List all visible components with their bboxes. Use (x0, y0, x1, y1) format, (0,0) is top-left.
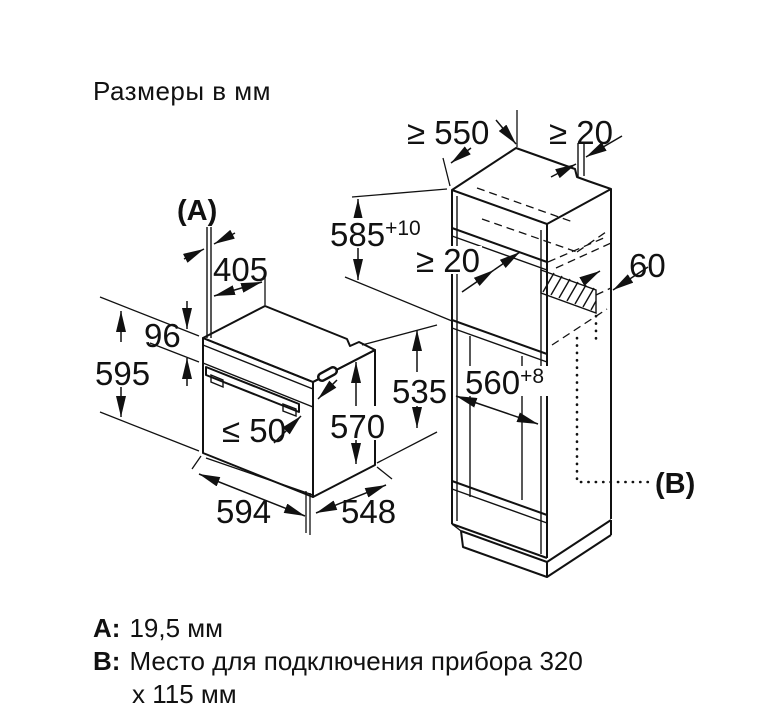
dim-niche-height-tolerance: +10 (385, 217, 421, 240)
dim-595-ext-bottom (99, 411, 200, 452)
oven-control-panel-bottom (202, 362, 314, 408)
oven-side-face (312, 349, 376, 498)
legend-b-value-line1: Место для подключения прибора 320 (129, 646, 583, 676)
callout-b-label: (B) (655, 468, 695, 500)
dim-oven-top-depth: 405 (213, 251, 268, 288)
dim-535-ext-bottom (376, 431, 438, 464)
oven-handle-left-foot (210, 373, 224, 389)
cabinet-niche-ceiling-bottom (451, 327, 548, 363)
connection-block-hidden-top2 (555, 242, 612, 269)
dim-shelf-rear-gap: ≥ 20 (416, 242, 480, 279)
cabinet-top-face (451, 147, 612, 225)
dim-niche-depth: 560+8 (465, 364, 544, 401)
oven-top-face (202, 305, 376, 383)
legend: A: 19,5 мм B: Место для подключения прибор… (93, 612, 583, 711)
legend-a-key: A: (93, 613, 121, 643)
oven-door-handle (205, 366, 300, 413)
legend-row-b: B: Место для подключения прибора 320 (93, 645, 583, 678)
cabinet-upper-shelf-edge (451, 227, 548, 263)
oven-control-panel-edge (202, 344, 314, 390)
dim-548-ext-right (376, 466, 393, 480)
cabinet-plinth-side-top (546, 519, 612, 563)
dim-594-ext-left (191, 455, 202, 470)
dimension-annotations: (A) 405 96 595 ≤ 50 570 (95, 110, 695, 535)
legend-b-key: B: (93, 646, 121, 676)
dim-585-ext-top (351, 188, 448, 198)
legend-row-a: A: 19,5 мм (93, 612, 583, 645)
callout-b-leader (575, 336, 650, 484)
dim-oven-body-depth: 548 (341, 493, 396, 530)
dim-niche-depth-value: 560 (465, 364, 520, 401)
dim-niche-depth-tolerance: +8 (520, 365, 544, 388)
dim-niche-height: 585+10 (330, 216, 421, 253)
dim-oven-width: 594 (216, 493, 271, 530)
cabinet-upper-shelf-bottom (451, 235, 548, 271)
dim-oven-body-height: 535 (392, 373, 447, 410)
connection-block-hidden-top (547, 236, 607, 263)
cabinet-plinth-step (451, 523, 462, 532)
legend-b-value-line2: х 115 мм (132, 679, 237, 709)
dim-96-ext-top (99, 296, 200, 337)
cabinet-upper-shelf-hidden-side (576, 231, 607, 253)
connection-area-block (540, 269, 597, 314)
dim-585-ext-bottom (344, 276, 453, 322)
dim-oven-front-height: 570 (330, 408, 385, 445)
dim-550-ext-left (442, 157, 451, 187)
cabinet-niche-floor-bottom (451, 488, 548, 524)
cabinet-top-hidden-edge (476, 187, 574, 223)
dim-rear-service-depth: 60 (629, 247, 666, 284)
legend-a-value: 19,5 мм (129, 613, 224, 643)
dim-535-ext-top (361, 324, 438, 346)
connection-block-hidden-right (595, 287, 612, 296)
callout-a-label: (A) (177, 195, 217, 227)
oven-drawing (202, 305, 376, 498)
oven-base-edge (205, 457, 314, 496)
cabinet-niche-ceiling-hidden (551, 308, 608, 346)
dim-handle-clearance: ≤ 50 (222, 412, 286, 449)
oven-side-grip (319, 368, 336, 380)
cabinet-bottom-front-edge (451, 523, 548, 559)
page-title: Размеры в мм (93, 76, 272, 106)
dim-niche-height-value: 585 (330, 216, 385, 253)
dim-control-panel-height: 96 (144, 317, 181, 354)
cabinet-niche-ceiling-edge (451, 319, 548, 355)
legend-row-b2: х 115 мм (93, 678, 583, 711)
dim-wall-gap-top: ≥ 20 (549, 114, 613, 151)
cabinet-upper-shelf-hidden (481, 218, 578, 253)
dim-oven-height: 595 (95, 355, 150, 392)
dim-cabinet-top-depth: ≥ 550 (407, 114, 489, 151)
cabinet-drawing (451, 142, 650, 578)
cabinet-plinth-side-bottom (546, 534, 612, 578)
cabinet-niche-floor-edge (451, 480, 548, 516)
